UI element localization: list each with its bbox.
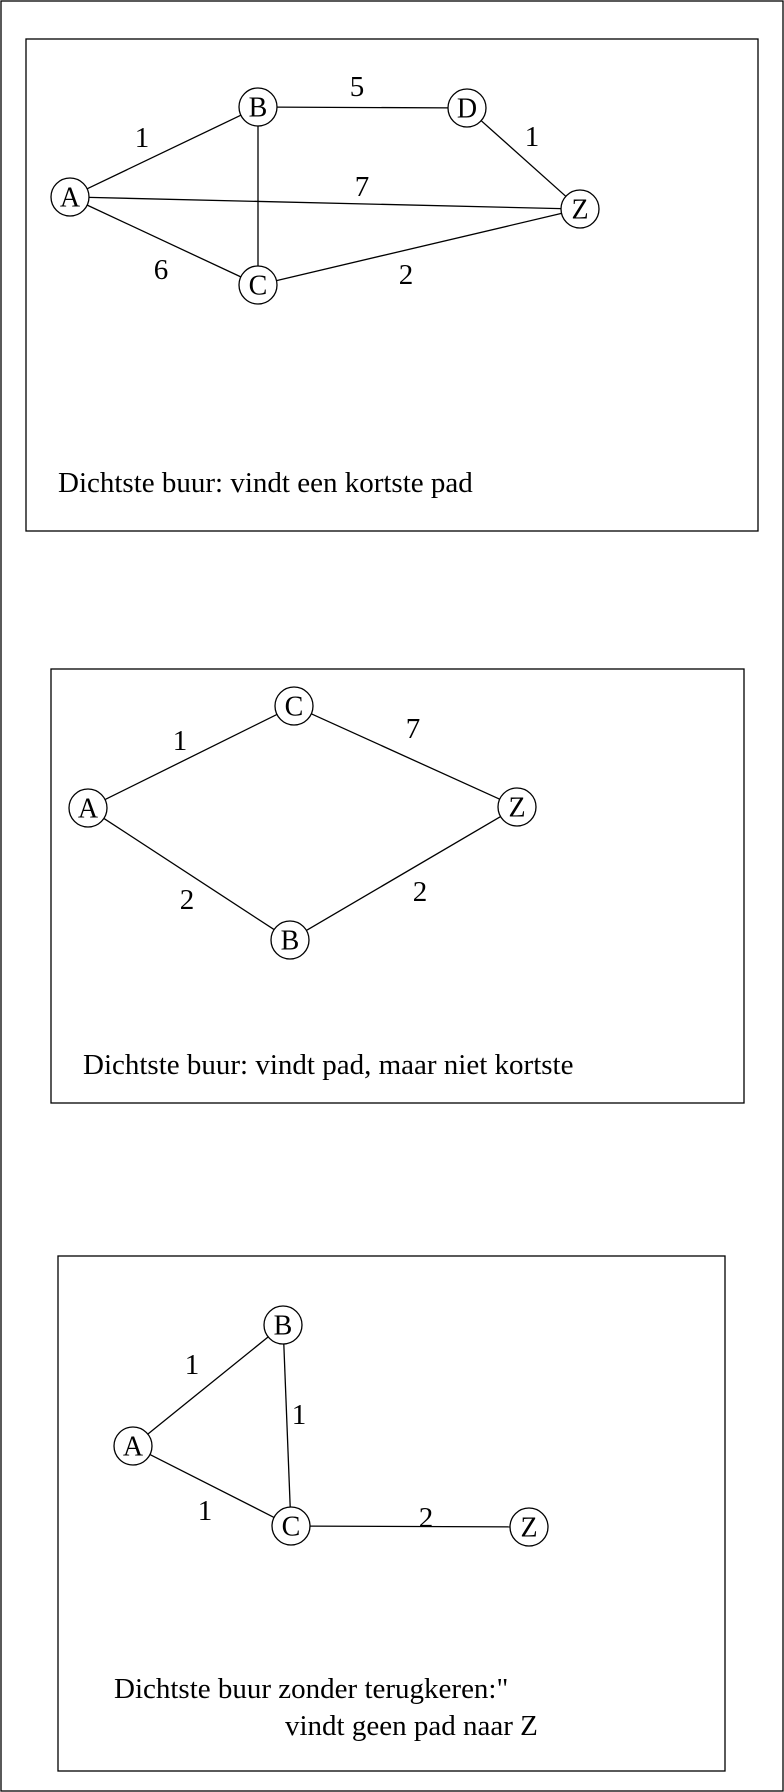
edge-c-z (309, 1525, 511, 1528)
edge-d-z (480, 120, 567, 197)
nodes: A B C Z (113, 1305, 549, 1547)
edge-weight-a-c: 1 (198, 1495, 213, 1527)
edge-weights: 1 1 1 2 (185, 1349, 434, 1534)
node-d: D (447, 88, 487, 128)
edge-weight-a-c: 6 (154, 254, 169, 286)
edge-weight-c-z: 2 (419, 1502, 434, 1534)
node-c: C (271, 1506, 311, 1546)
edge-weight-d-z: 1 (525, 121, 540, 153)
panel-border (50, 668, 745, 1104)
node-label: C (285, 692, 304, 723)
edge-weight-a-b: 1 (135, 122, 150, 154)
edge-weights: 1 5 1 7 6 2 (135, 71, 540, 291)
panel-border (57, 1255, 726, 1772)
panel-border (25, 38, 759, 532)
node-a: A (50, 177, 90, 217)
node-a: A (68, 788, 108, 828)
graph-panel-1: 1 5 1 7 6 2 A B C D Z Dichtste buur: vindt een kort… (25, 38, 759, 532)
edge-a-c (149, 1454, 275, 1518)
panel-caption-line-2: vindt geen pad naar Z (285, 1710, 538, 1742)
edge-weight-b-d: 5 (350, 71, 365, 103)
edge-a-c (86, 204, 242, 278)
graph-panel-3: 1 1 1 2 A B C Z Dichtste buur zonder terugkeren:… (57, 1255, 726, 1772)
edge-a-z (88, 196, 562, 210)
node-c: C (238, 265, 278, 305)
node-label: A (123, 1432, 144, 1463)
edge-a-b (86, 114, 242, 190)
node-circle (238, 87, 278, 127)
panel-caption-line-1: Dichtste buur: vindt pad, maar niet kort… (83, 1049, 573, 1081)
node-circle (271, 1506, 311, 1546)
node-b: B (238, 87, 278, 127)
node-label: B (274, 1311, 293, 1342)
edges (103, 713, 501, 931)
edge-c-z (276, 212, 562, 282)
node-circle (263, 1305, 303, 1345)
node-circle (274, 686, 314, 726)
edge-weight-c-z: 2 (399, 259, 414, 291)
edge-weight-b-z: 2 (413, 876, 428, 908)
edge-b-c (283, 1343, 291, 1508)
node-a: A (113, 1426, 153, 1466)
node-circle (560, 189, 600, 229)
node-b: B (263, 1305, 303, 1345)
node-label: B (281, 926, 300, 957)
node-label: B (249, 93, 268, 124)
node-circle (509, 1507, 549, 1547)
node-z: Z (497, 787, 537, 827)
node-circle (50, 177, 90, 217)
panel-caption-line-1: Dichtste buur: vindt een kortste pad (58, 467, 473, 499)
edge-weight-c-z: 7 (406, 713, 421, 745)
node-label: A (60, 183, 81, 214)
edge-weight-a-z: 7 (355, 171, 370, 203)
edge-c-z (311, 713, 500, 800)
edge-a-b (147, 1336, 269, 1435)
node-label: C (282, 1512, 301, 1543)
node-label: A (78, 794, 99, 825)
nodes: A B C D Z (50, 87, 600, 305)
node-z: Z (560, 189, 600, 229)
nodes: A B C Z (68, 686, 537, 960)
node-label: D (457, 94, 477, 125)
node-label: Z (571, 195, 588, 226)
edge-b-z (306, 816, 501, 931)
edge-weight-a-b: 1 (185, 1349, 200, 1381)
edge-a-c (104, 713, 278, 801)
edges (147, 1336, 511, 1528)
edge-weight-b-c: 1 (292, 1399, 307, 1431)
node-label: Z (508, 793, 525, 824)
node-b: B (270, 920, 310, 960)
node-c: C (274, 686, 314, 726)
node-circle (238, 265, 278, 305)
node-label: Z (520, 1513, 537, 1544)
node-z: Z (509, 1507, 549, 1547)
node-circle (497, 787, 537, 827)
node-circle (270, 920, 310, 960)
edge-b-d (276, 106, 449, 109)
edge-weight-a-b: 2 (180, 884, 195, 916)
edges (86, 106, 567, 282)
node-circle (113, 1426, 153, 1466)
node-circle (68, 788, 108, 828)
node-label: C (249, 271, 268, 302)
node-circle (447, 88, 487, 128)
edge-a-b (103, 817, 275, 931)
panel-caption-line-1: Dichtste buur zonder terugkeren:" (114, 1673, 508, 1705)
edge-weight-a-c: 1 (173, 725, 188, 757)
